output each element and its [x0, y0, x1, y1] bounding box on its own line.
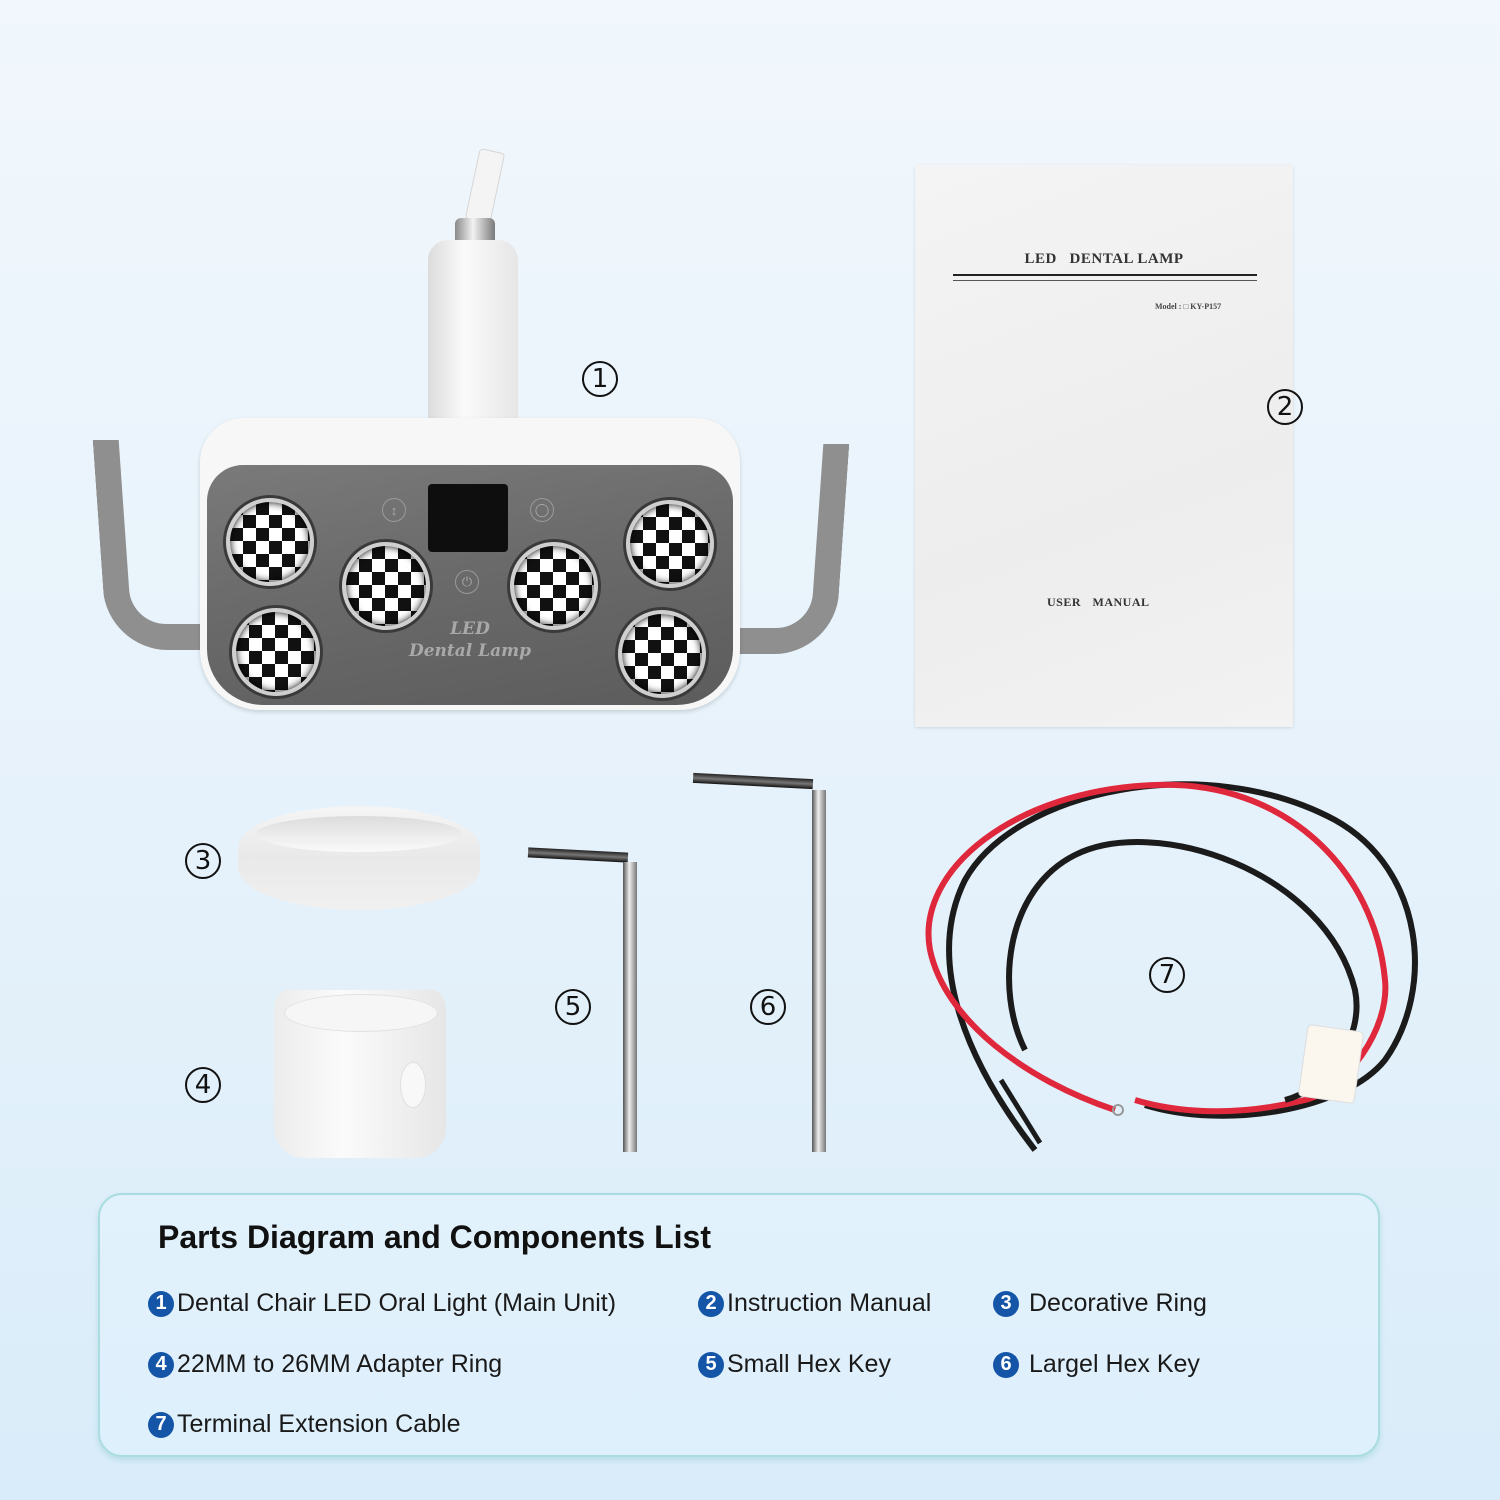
sensor-icon: ◯ [530, 498, 554, 522]
number-badge: 6 [993, 1351, 1019, 1378]
callout-2: 2 [1267, 389, 1303, 425]
temperature-icon: ↕ [382, 498, 406, 522]
lamp-display [428, 484, 508, 552]
manual-title: LED DENTAL LAMP [1024, 251, 1184, 267]
part-label: Small Hex Key [727, 1350, 891, 1378]
callout-1: 1 [582, 361, 618, 397]
decorative-ring [238, 806, 480, 910]
adapter-ring-screw-hole [400, 1062, 426, 1108]
callout-4: 4 [185, 1067, 221, 1103]
parts-list-panel: Parts Diagram and Components List 1 Dent… [98, 1193, 1380, 1457]
small-hex-key-long-arm [623, 862, 637, 1152]
callout-5: 5 [555, 989, 591, 1025]
part-label: Dental Chair LED Oral Light (Main Unit) [177, 1289, 617, 1317]
number-badge: 4 [148, 1351, 174, 1378]
number-badge: 7 [148, 1411, 174, 1438]
part-item-7: 7 Terminal Extension Cable [148, 1410, 460, 1439]
number-badge: 5 [698, 1351, 724, 1378]
part-item-6: 6 Largel Hex Key [993, 1350, 1200, 1379]
led-bulb [626, 500, 714, 588]
lamp-connector-tab [464, 148, 506, 224]
manual-model: Model : □ KY-P157 [1155, 302, 1222, 311]
manual-title-rule [953, 274, 1257, 281]
led-bulb [510, 542, 598, 630]
large-hex-key-long-arm [812, 790, 826, 1152]
part-label: Largel Hex Key [1029, 1350, 1200, 1378]
part-label: 22MM to 26MM Adapter Ring [177, 1350, 503, 1378]
small-hex-key-short-arm [527, 847, 629, 863]
part-item-3: 3 Decorative Ring [993, 1289, 1207, 1318]
callout-7: 7 [1149, 957, 1185, 993]
led-bulb [226, 498, 314, 586]
terminal-extension-cable [925, 781, 1418, 1152]
part-item-4: 4 22MM to 26MM Adapter Ring [148, 1350, 502, 1379]
cable-connector [1298, 1024, 1364, 1104]
cable-red-wire [925, 781, 1389, 1115]
led-bulb [618, 610, 706, 698]
lamp-brand-line2: Dental Lamp [408, 641, 531, 661]
number-badge: 3 [993, 1290, 1019, 1317]
manual-footer: USER MANUAL [1047, 595, 1150, 609]
led-bulb [342, 542, 430, 630]
led-bulb [232, 608, 320, 696]
lamp-arm [428, 240, 518, 440]
number-badge: 2 [698, 1290, 724, 1317]
part-label: Decorative Ring [1029, 1289, 1207, 1317]
lamp-brand-label: LED Dental Lamp [390, 618, 550, 662]
part-item-5: 5 Small Hex Key [698, 1350, 891, 1379]
part-item-2: 2 Instruction Manual [698, 1289, 931, 1318]
number-badge: 1 [148, 1290, 174, 1317]
parts-list-title: Parts Diagram and Components List [158, 1219, 711, 1255]
callout-3: 3 [185, 843, 221, 879]
adapter-ring [274, 990, 446, 1158]
part-label: Terminal Extension Cable [177, 1410, 461, 1438]
instruction-manual: LED DENTAL LAMP Model : □ KY-P157 USER M… [915, 165, 1293, 727]
lamp-brand-line1: LED [450, 619, 490, 639]
callout-6: 6 [750, 989, 786, 1025]
part-label: Instruction Manual [727, 1289, 932, 1317]
large-hex-key-short-arm [692, 772, 814, 790]
part-item-1: 1 Dental Chair LED Oral Light (Main Unit… [148, 1289, 616, 1318]
power-icon: ⏻ [455, 570, 479, 594]
